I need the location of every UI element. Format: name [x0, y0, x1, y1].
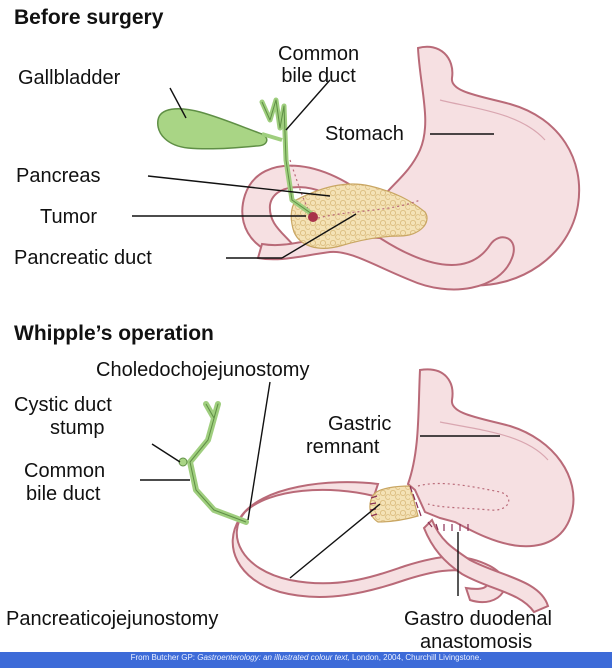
remaining-bile-duct [187, 401, 249, 525]
footer-bar [0, 652, 612, 668]
label-cystic-duct-stump-line2: stump [50, 417, 105, 439]
label-cystic-duct-stump-line1: Cystic duct [14, 394, 112, 416]
before-surgery-anatomy [132, 45, 581, 291]
footer-book-title: Gastroenterology: an illustrated colour … [197, 653, 350, 662]
label-tumor: Tumor [40, 206, 98, 228]
label-stomach: Stomach [325, 123, 404, 145]
gallbladder-shape [157, 107, 268, 150]
pancreatic-remnant-shape [369, 485, 419, 523]
whipple-title: Whipple’s operation [14, 322, 214, 345]
label-gastro-duodenal-line2: anastomosis [420, 631, 533, 653]
whipple-anatomy [140, 368, 575, 614]
label-gallbladder: Gallbladder [18, 67, 121, 89]
stomach-shape [371, 45, 581, 287]
label-gastric-remnant-line1: Gastric [328, 413, 392, 435]
footer-suffix: London, 2004, Churchill Livingstone. [349, 653, 482, 662]
whipple-leader-lines [140, 381, 500, 596]
label-pancreatic-duct: Pancreatic duct [14, 247, 152, 269]
label-common-bile-duct: Common bile duct [278, 43, 359, 87]
label-pancreaticojejunostomy: Pancreaticojejunostomy [6, 608, 219, 630]
before-surgery-title: Before surgery [14, 6, 164, 29]
label-choledochojejunostomy: Choledochojejunostomy [96, 359, 310, 381]
label-pancreas: Pancreas [16, 165, 101, 187]
tumor-mark [308, 212, 318, 222]
label-common-bile-duct-b-line1: Common [24, 460, 106, 482]
label-common-bile-duct-b-line2: bile duct [26, 483, 101, 505]
jejunal-loop-shape [231, 481, 506, 603]
jejunum-loop [256, 234, 515, 291]
footer-prefix: From Butcher GP: [130, 653, 198, 662]
label-common-bile-duct-text: Common bile duct [278, 43, 360, 87]
before-leader-lines [132, 79, 494, 259]
footer-citation: From Butcher GP: Gastroenterology: an il… [0, 653, 612, 662]
label-gastric-remnant-line2: remnant [306, 436, 380, 458]
gastric-remnant-shape [406, 368, 575, 548]
label-gastro-duodenal-line1: Gastro duodenal [404, 608, 552, 630]
